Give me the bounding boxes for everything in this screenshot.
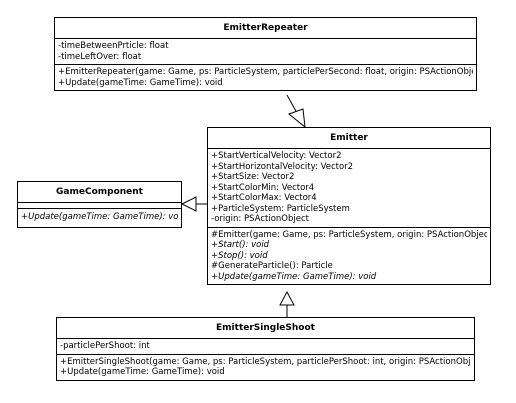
class-name: Emitter — [208, 128, 490, 149]
attribute: -origin: PSActionObject — [211, 214, 309, 224]
operation: +Stop(): void — [211, 250, 268, 261]
operation: +EmitterSingleShoot(game: Game, ps: Part… — [60, 356, 471, 367]
attribute: +StartColorMin: Vector4 — [211, 182, 315, 193]
class-emitter[interactable]: Emitter +StartVerticalVelocity: Vector2 … — [207, 127, 491, 285]
attribute: +StartVerticalVelocity: Vector2 — [211, 151, 342, 161]
attribute: +StartHorizontalVelocity: Vector2 — [211, 161, 354, 172]
operations-section: +EmitterSingleShoot(game: Game, ps: Part… — [57, 355, 474, 380]
operation: +EmitterRepeater(game: Game, ps: Particl… — [58, 67, 473, 77]
operation: +Update(gameTime: GameTime): void — [211, 271, 377, 282]
class-name: EmitterSingleShoot — [57, 318, 474, 339]
attribute: +StartColorMax: Vector4 — [211, 193, 317, 203]
repeater-to-emitter-line — [286, 94, 298, 114]
emitter-inheritance-arrowhead — [180, 196, 197, 212]
repeater-inheritance-arrowhead — [287, 108, 306, 129]
operations-section: +EmitterRepeater(game: Game, ps: Particl… — [55, 65, 476, 90]
operation: +Update(gameTime: GameTime): void — [60, 367, 225, 377]
attribute: +StartSize: Vector2 — [211, 172, 295, 182]
attribute: -timeLeftOver: float — [58, 51, 142, 62]
attributes-section — [18, 203, 181, 209]
operations-section: +Update(gameTime: GameTime): void — [18, 209, 181, 227]
class-name: EmitterRepeater — [55, 18, 476, 39]
attributes-section: -particlePerShoot: int — [57, 339, 474, 355]
singleshoot-inheritance-arrowhead — [279, 290, 295, 306]
attribute: -timeBetweenPrticle: float — [58, 41, 169, 51]
class-game-component[interactable]: GameComponent +Update(gameTime: GameTime… — [17, 181, 182, 228]
operation: +Start(): void — [211, 240, 270, 250]
operation: +Update(gameTime: GameTime): void — [21, 212, 178, 222]
operation: #GenerateParticle(): Particle — [211, 261, 333, 271]
attributes-section: +StartVerticalVelocity: Vector2 +StartHo… — [208, 149, 490, 228]
class-emitter-repeater[interactable]: EmitterRepeater -timeBetweenPrticle: flo… — [54, 17, 477, 91]
operation: #Emitter(game: Game, ps: ParticleSystem,… — [211, 229, 487, 240]
attribute: +ParticleSystem: ParticleSystem — [211, 203, 350, 214]
attribute: -particlePerShoot: int — [60, 341, 150, 351]
class-emitter-single-shoot[interactable]: EmitterSingleShoot -particlePerShoot: in… — [56, 317, 475, 381]
operation: +Update(gameTime: GameTime): void — [58, 77, 223, 88]
operations-section: #Emitter(game: Game, ps: ParticleSystem,… — [208, 228, 490, 285]
attributes-section: -timeBetweenPrticle: float -timeLeftOver… — [55, 39, 476, 65]
class-name: GameComponent — [18, 182, 181, 203]
